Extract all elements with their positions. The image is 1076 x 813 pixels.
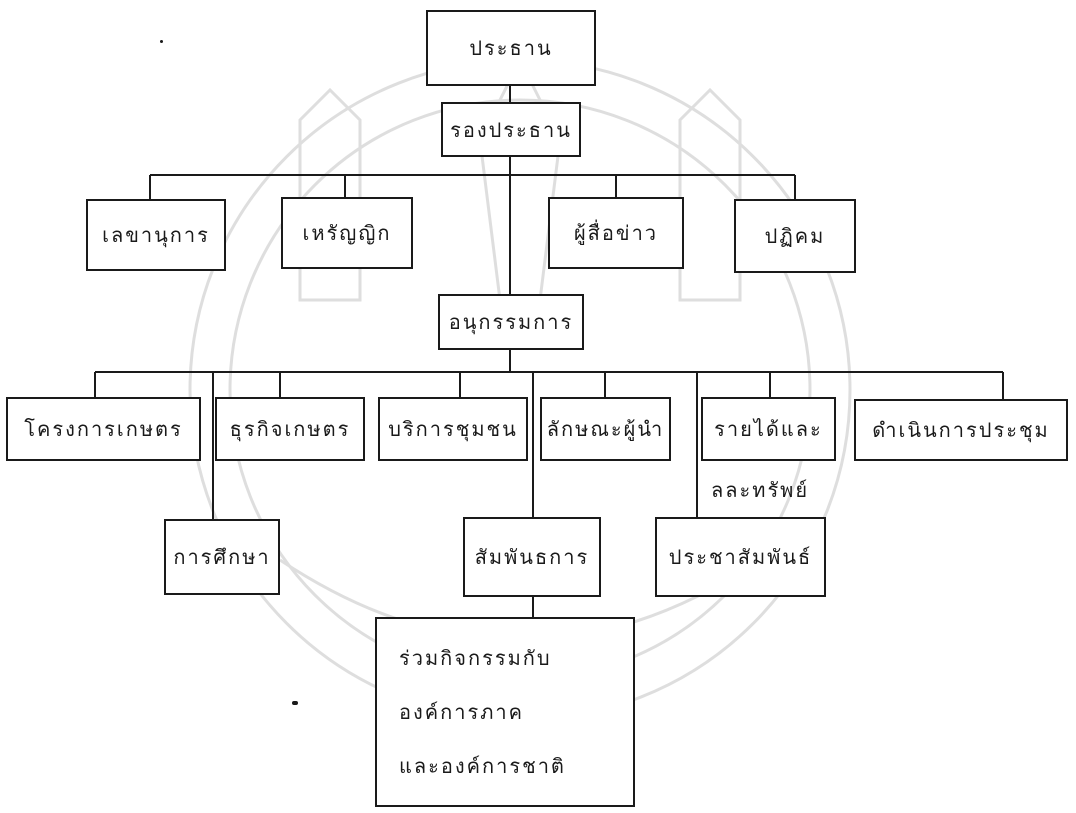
public-relations-label: ประชาสัมพันธ์ [668,545,813,569]
leadership-label: ลักษณะผู้นำ [546,417,665,441]
meeting-box: ดำเนินการประชุม [854,399,1068,461]
chair-box: ประธาน [426,10,596,86]
community-service-label: บริการชุมชน [388,417,518,441]
income-box: รายได้และ [701,397,836,461]
agri-business-box: ธุรกิจเกษตร [215,397,365,461]
speck-dot [160,40,163,43]
chair-label: ประธาน [469,36,553,60]
activities-box: ร่วมกิจกรรมกับ องค์การภาค และองค์การชาติ [375,617,635,807]
treasurer-label: เหรัญญิก [302,221,392,245]
vice-chair-box: รองประธาน [441,102,581,157]
vice-chair-label: รองประธาน [450,117,572,142]
income-line2-label: ลละทรัพย์ [711,478,810,502]
agri-business-label: ธุรกิจเกษตร [229,417,351,441]
registrar-box: ปฏิคม [734,199,856,273]
treasurer-box: เหรัญญิก [281,197,413,269]
secretary-label: เลขานุการ [102,223,210,247]
activities-line3: และองค์การชาติ [399,754,566,778]
relations-label: สัมพันธการ [474,545,590,569]
leadership-box: ลักษณะผู้นำ [540,397,671,461]
secretary-box: เลขานุการ [86,199,226,271]
speck-dot [292,701,298,705]
education-box: การศึกษา [164,519,280,595]
income-label: รายได้และ [714,417,823,441]
relations-box: สัมพันธการ [463,517,601,597]
agri-projects-box: โครงการเกษตร [6,397,201,461]
meeting-label: ดำเนินการประชุม [872,418,1050,442]
agri-projects-label: โครงการเกษตร [24,417,183,441]
reporter-label: ผู้สื่อข่าว [573,221,659,245]
subcommittee-box: อนุกรรมการ [438,294,584,350]
registrar-label: ปฏิคม [764,224,826,248]
activities-line2: องค์การภาค [399,700,525,724]
education-label: การศึกษา [173,545,271,569]
subcommittee-label: อนุกรรมการ [448,310,574,334]
public-relations-box: ประชาสัมพันธ์ [655,517,826,597]
activities-line1: ร่วมกิจกรรมกับ [399,646,552,670]
community-service-box: บริการชุมชน [378,397,528,461]
reporter-box: ผู้สื่อข่าว [548,197,684,269]
